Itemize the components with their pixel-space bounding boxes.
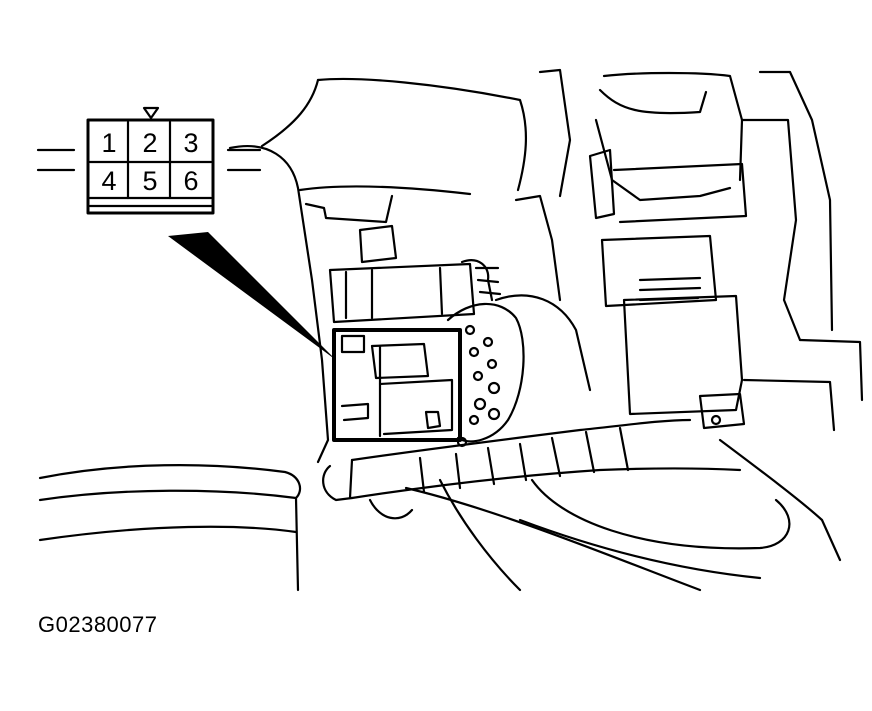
figure-code: G02380077 [38, 612, 158, 637]
pin-6-label: 6 [183, 166, 198, 196]
connector-housing [86, 118, 215, 215]
pin-3-label: 3 [183, 128, 198, 158]
combination-switch-assembly [328, 194, 592, 448]
connector-key-marker [142, 106, 160, 120]
pin-4-label: 4 [101, 166, 116, 196]
target-connector [332, 328, 462, 442]
upper-column-mechanism [538, 68, 864, 562]
connector-face-view [36, 106, 262, 215]
target-connector-outline [332, 328, 462, 442]
connector-pin-labels: 1 2 3 4 5 6 [101, 128, 198, 196]
leader-pointer [168, 232, 336, 360]
pin-5-label: 5 [142, 166, 157, 196]
steering-column-cover [38, 77, 528, 592]
pin-1-label: 1 [101, 128, 116, 158]
pin-2-label: 2 [142, 128, 157, 158]
wire-harness [322, 418, 791, 592]
